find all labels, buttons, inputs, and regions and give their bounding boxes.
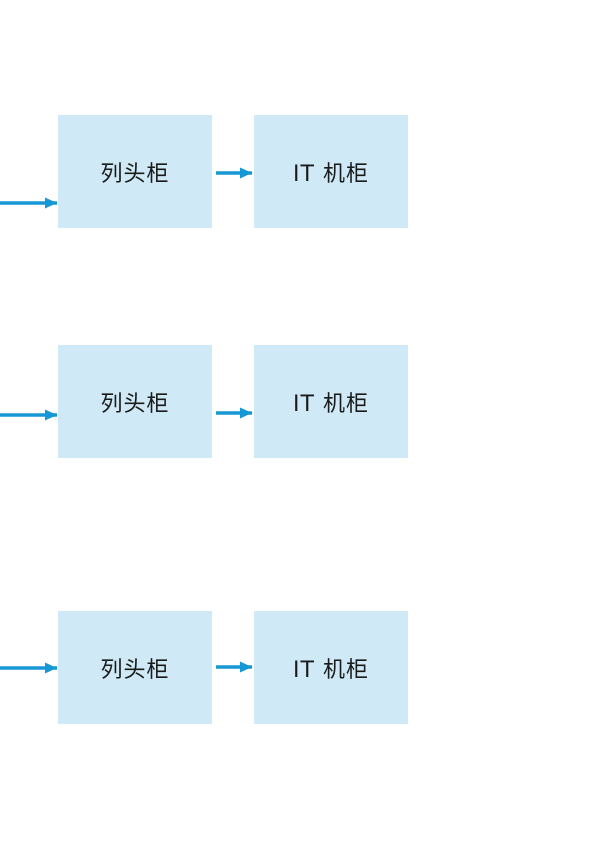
row2-source-cabinet-node: 列头柜 (58, 345, 212, 458)
row2-source-cabinet-label: 列头柜 (100, 391, 170, 417)
row1-source-cabinet-node: 列头柜 (58, 115, 212, 228)
row3-source-cabinet-node: 列头柜 (58, 611, 212, 724)
row1-it-cabinet-label: IT 机柜 (293, 161, 369, 187)
row3-it-cabinet-label: IT 机柜 (293, 657, 369, 683)
row3-source-cabinet-label: 列头柜 (100, 657, 170, 683)
row2-it-cabinet-node: IT 机柜 (254, 345, 408, 458)
row1-it-cabinet-node: IT 机柜 (254, 115, 408, 228)
row3-it-cabinet-node: IT 机柜 (254, 611, 408, 724)
row2-it-cabinet-label: IT 机柜 (293, 391, 369, 417)
row1-source-cabinet-label: 列头柜 (100, 161, 170, 187)
